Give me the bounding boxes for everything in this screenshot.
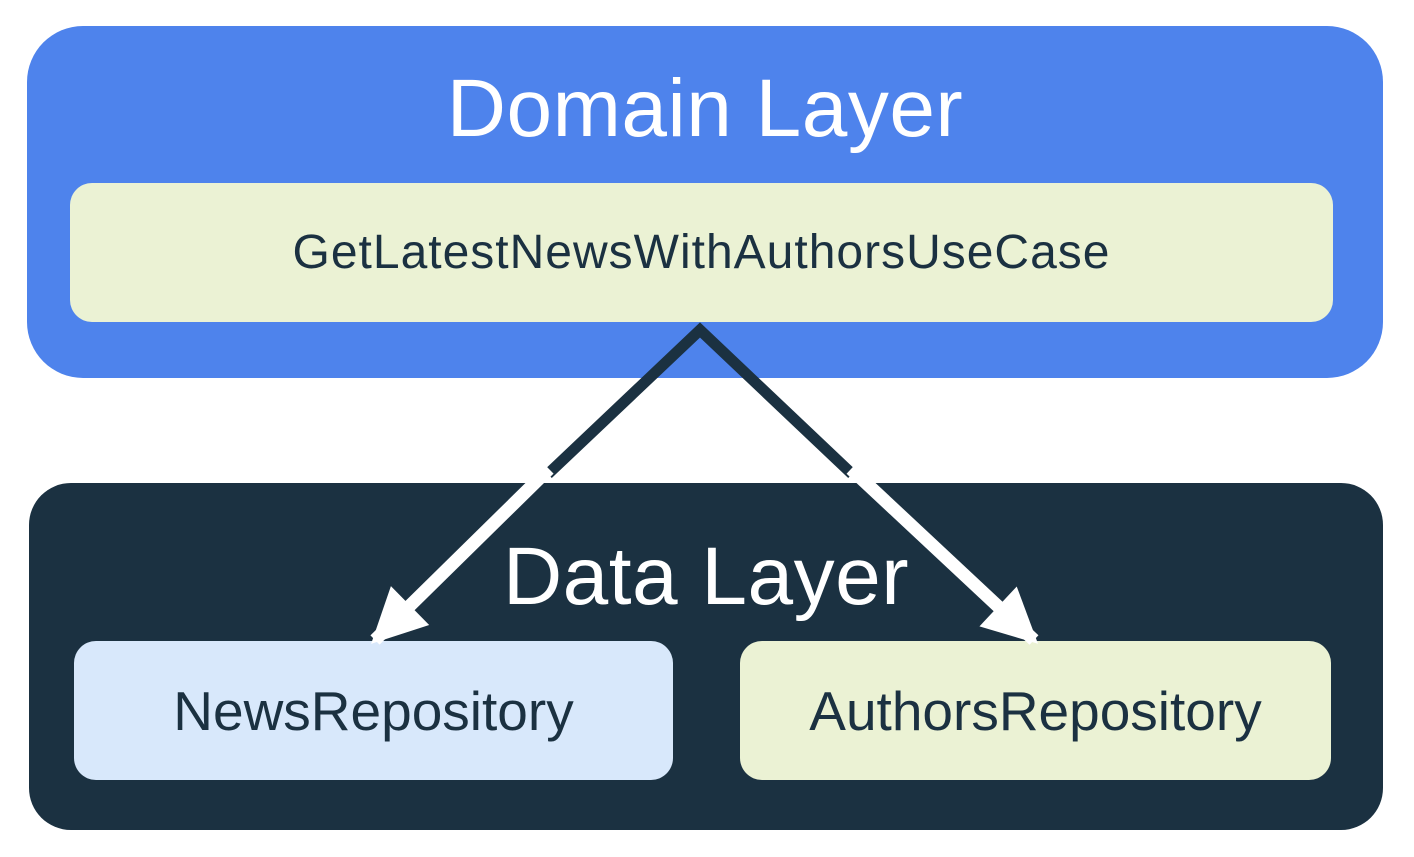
usecase-label: GetLatestNewsWithAuthorsUseCase [292,226,1111,279]
domain-layer-box: Domain Layer GetLatestNewsWithAuthorsUse… [27,26,1383,378]
authors-repository-node: AuthorsRepository [740,641,1331,780]
authors-repository-label: AuthorsRepository [809,679,1262,742]
data-layer-title: Data Layer [502,531,910,622]
news-repository-label: NewsRepository [173,679,574,742]
news-repository-node: NewsRepository [74,641,673,780]
data-layer-box: Data Layer NewsRepository AuthorsReposit… [29,483,1383,830]
domain-layer-title: Domain Layer [446,63,964,154]
usecase-node: GetLatestNewsWithAuthorsUseCase [70,183,1333,322]
